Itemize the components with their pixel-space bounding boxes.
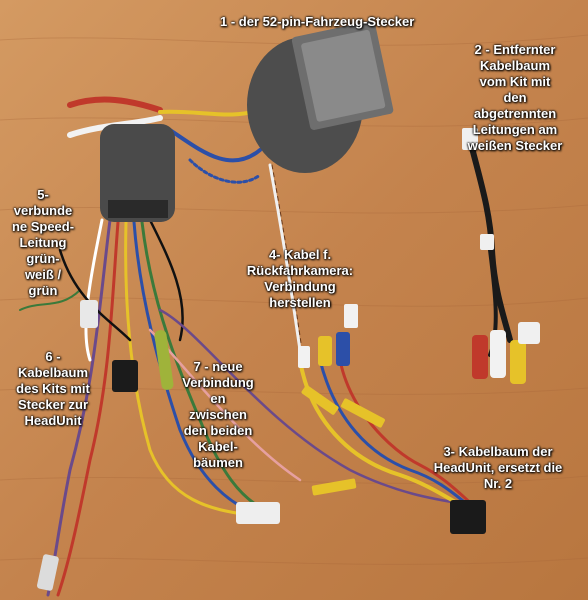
removed-harness-white-plug <box>462 128 478 150</box>
label-camera-cable: 4- Kabel f. Rückfahrkamera: Verbindung h… <box>246 247 354 310</box>
black-connector-headunit <box>450 500 486 534</box>
connector-face <box>301 29 386 122</box>
label-speed-line: 5- verbunde ne Speed- Leitung grün- weiß… <box>11 187 75 298</box>
left-module-connector <box>108 200 168 218</box>
black-connector-left <box>112 360 138 392</box>
left-foam-module <box>100 124 175 222</box>
white-connector-bottom <box>236 502 280 524</box>
label-kit-harness: 6 - Kabelbaum des Kits mit Stecker zur H… <box>16 349 90 428</box>
white-connector-left <box>80 300 98 328</box>
removed-harness-tag <box>480 234 494 250</box>
label-headunit-harness: 3- Kabelbaum der HeadUnit, ersetzt die N… <box>433 444 563 491</box>
label-removed-harness: 2 - Entfernter Kabelbaum vom Kit mit den… <box>467 42 563 153</box>
green-yellow-tape <box>154 330 174 390</box>
yellow-tag-1 <box>301 385 339 415</box>
label-vehicle-connector: 1 - der 52-pin-Fahrzeug-Stecker <box>220 14 415 29</box>
label-new-connection: 7 - neue Verbindung en zwischen den beid… <box>182 359 254 470</box>
yellow-tag-2 <box>341 398 385 428</box>
removed-harness-rca <box>472 322 540 384</box>
yellow-tag-3 <box>311 478 357 496</box>
white-connector-bottom-left <box>36 554 59 591</box>
camera-rca-plugs <box>298 304 358 368</box>
